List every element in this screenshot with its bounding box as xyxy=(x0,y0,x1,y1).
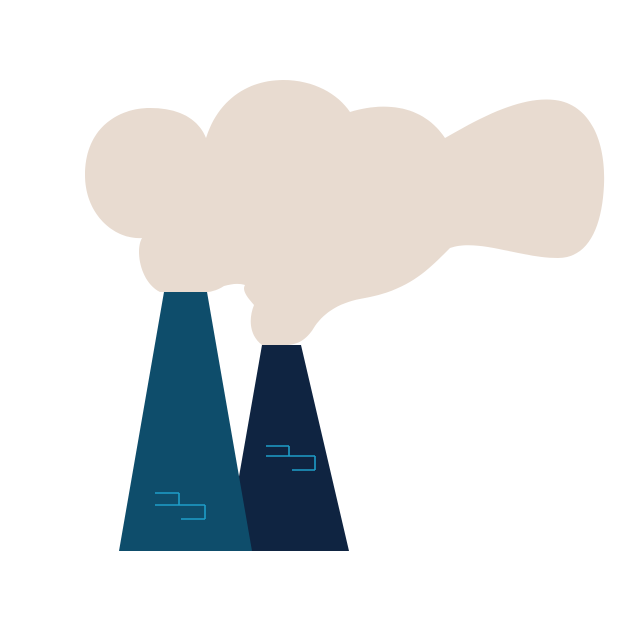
chimney-mark-icon xyxy=(266,445,316,471)
chimney-mark-icon xyxy=(155,492,206,520)
left-chimney-icon xyxy=(119,292,252,551)
smoke-cloud-shape xyxy=(85,80,605,345)
smoke-cloud-icon xyxy=(85,80,605,345)
left-chimney-body xyxy=(119,292,252,551)
right-chimney-icon xyxy=(226,345,349,551)
right-chimney-body xyxy=(226,345,349,551)
